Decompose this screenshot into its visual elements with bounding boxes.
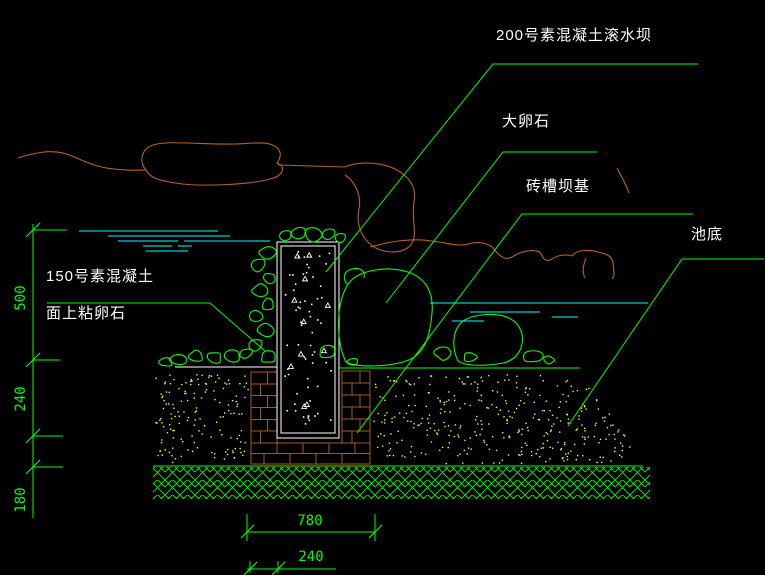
bottom-dimensions <box>240 514 383 575</box>
label-concrete150-1: 150号素混凝土 <box>46 268 155 285</box>
soil-stipple <box>155 374 631 465</box>
dim-500: 500 <box>13 285 29 311</box>
water-lines <box>79 230 648 322</box>
label-concrete150-2: 面上粘卵石 <box>46 305 127 322</box>
dim-180: 180 <box>13 487 29 513</box>
concrete-dam-outline <box>276 241 340 439</box>
label-pool-bottom: 池底 <box>691 226 724 243</box>
terrain-contours <box>17 142 630 280</box>
label-brick-base: 砖槽坝基 <box>526 178 591 195</box>
leader-lines <box>47 63 764 434</box>
cobble-stones <box>158 226 556 367</box>
dim-240-left: 240 <box>13 386 29 412</box>
concrete-stipple <box>284 251 332 425</box>
ground-lines <box>175 366 580 369</box>
left-dimension-chain <box>25 222 67 518</box>
dim-780: 780 <box>297 513 323 529</box>
label-dam: 200号素混凝土滚水坝 <box>496 27 653 44</box>
label-big-cobble: 大卵石 <box>502 113 551 130</box>
brick-trough <box>250 370 371 465</box>
foundation-hatch <box>153 465 650 499</box>
dim-240-bottom: 240 <box>298 549 324 565</box>
